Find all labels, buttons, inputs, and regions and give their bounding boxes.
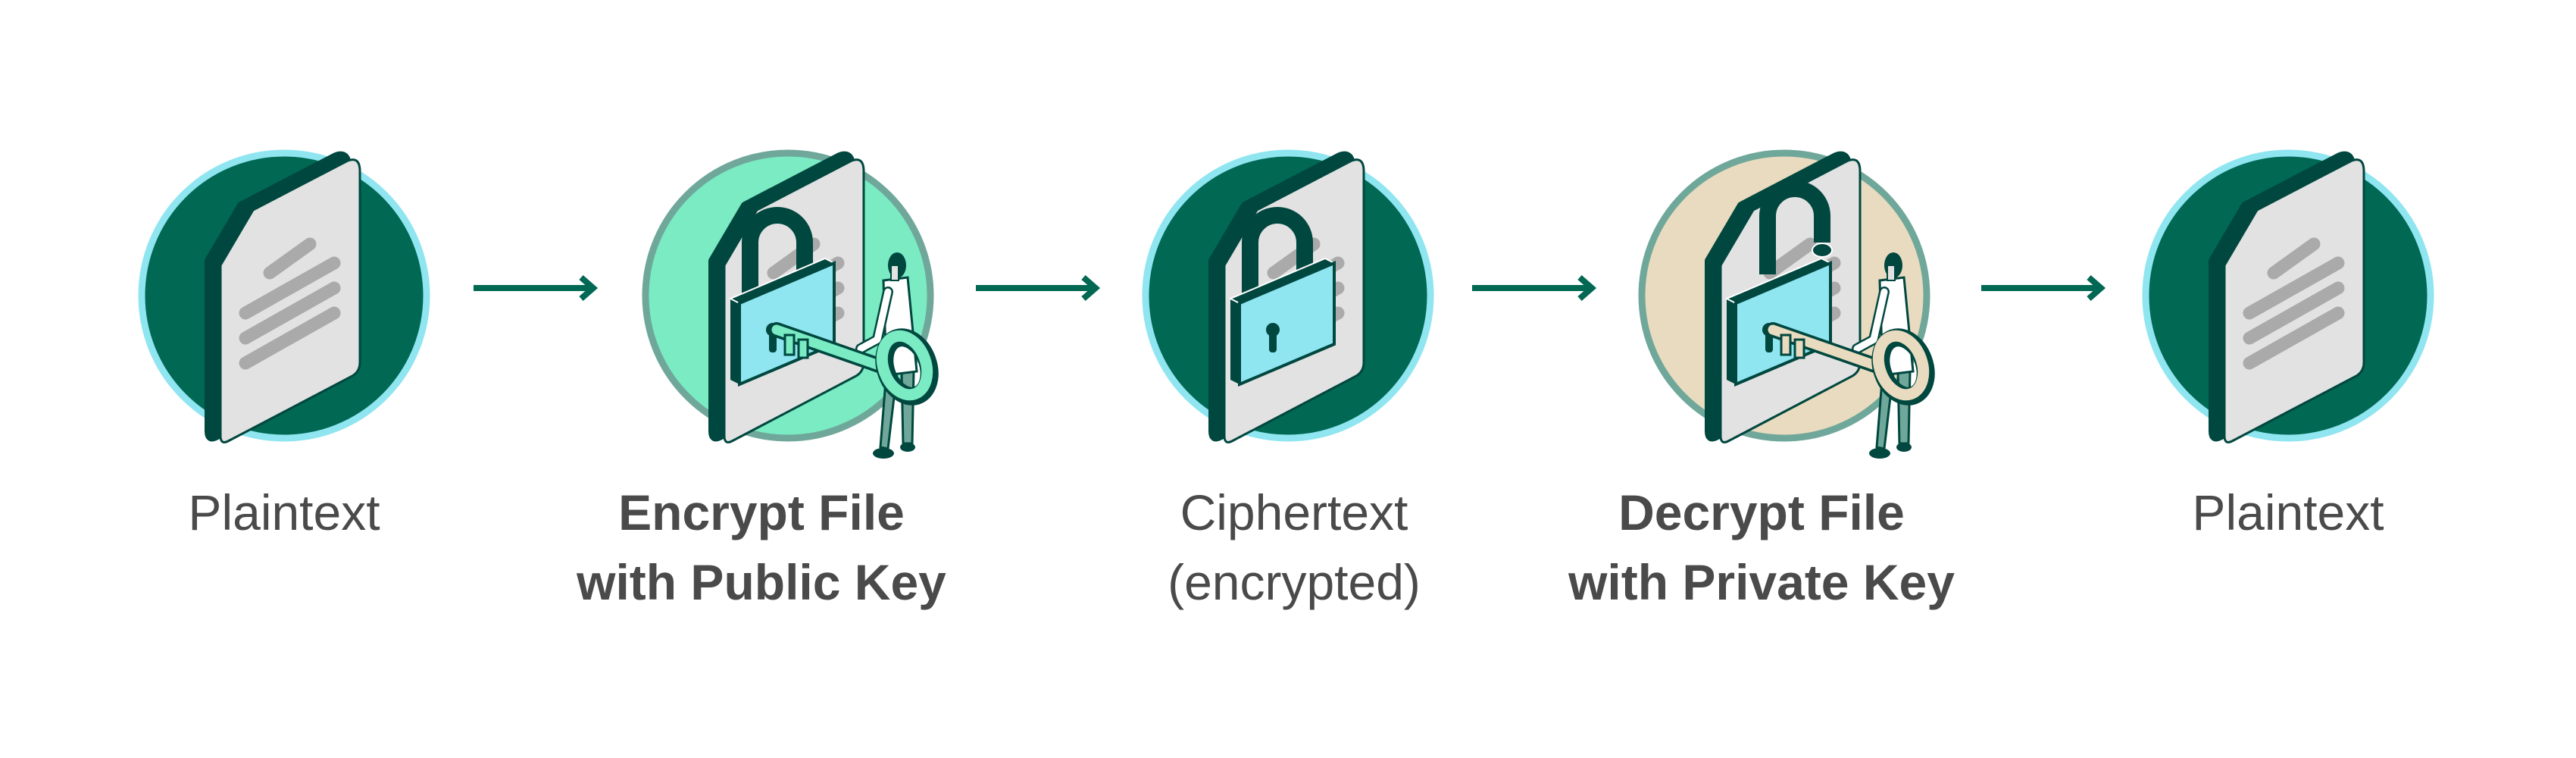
label-line: with Public Key bbox=[577, 554, 946, 610]
key-icon bbox=[769, 322, 939, 406]
step-label-plaintext: Plaintext bbox=[19, 478, 549, 547]
label-line: Plaintext bbox=[188, 484, 380, 540]
label-line: Ciphertext bbox=[1180, 484, 1408, 540]
arrow-right-icon bbox=[1981, 274, 2106, 302]
label-line: with Private Key bbox=[1568, 554, 1955, 610]
locked-document-icon bbox=[1142, 144, 1434, 485]
decrypt-with-key-icon bbox=[1638, 144, 1935, 485]
step-label-plaintext-result: Plaintext bbox=[2023, 478, 2553, 547]
arrow-right-icon bbox=[976, 274, 1101, 302]
step-label-encrypt: Encrypt File with Public Key bbox=[496, 478, 1027, 617]
encrypt-with-key-icon bbox=[642, 144, 939, 485]
document-icon bbox=[138, 144, 430, 485]
arrow-right-icon bbox=[1472, 274, 1597, 302]
label-line: Plaintext bbox=[2192, 484, 2384, 540]
open-lock-shackle bbox=[1759, 180, 1833, 274]
step-label-ciphertext: Ciphertext (encrypted) bbox=[1029, 478, 1559, 617]
step-label-decrypt: Decrypt File with Private Key bbox=[1496, 478, 2027, 617]
key-icon bbox=[1765, 322, 1935, 406]
label-line: Decrypt File bbox=[1618, 484, 1905, 540]
label-line: (encrypted) bbox=[1168, 554, 1421, 610]
label-line: Encrypt File bbox=[618, 484, 905, 540]
document-icon bbox=[2142, 144, 2434, 485]
arrow-right-icon bbox=[474, 274, 599, 302]
